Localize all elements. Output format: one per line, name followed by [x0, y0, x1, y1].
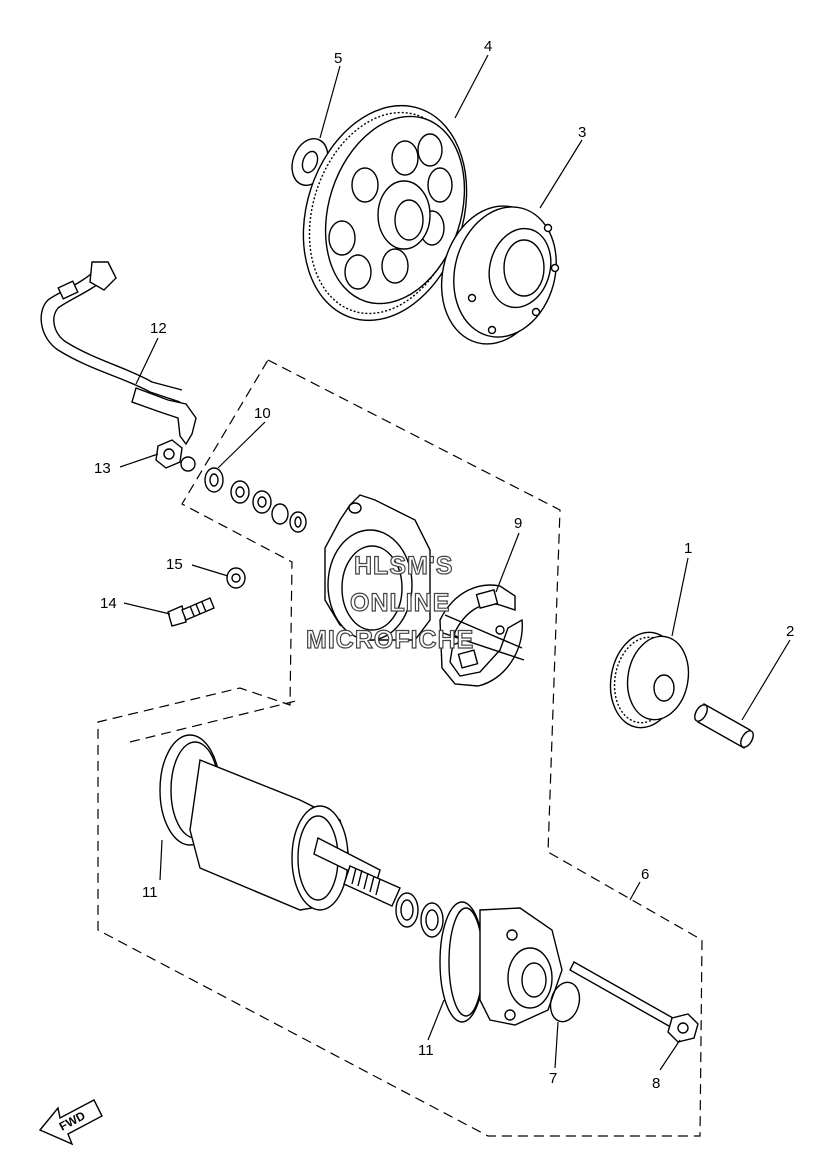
callout-14: 14	[100, 595, 117, 612]
callout-15: 15	[166, 556, 183, 573]
part-1-idler-gear[interactable]	[603, 627, 695, 733]
part-13-nut[interactable]	[155, 439, 183, 469]
callout-11-a: 11	[142, 884, 158, 901]
leader-lines	[119, 54, 791, 1071]
callout-11-b: 11	[418, 1042, 434, 1059]
callout-numbers: 5 4 3 12 10 13 15 14 9 1 2 6 11 11 7 8	[94, 38, 794, 1092]
part-3-one-way-clutch[interactable]	[427, 194, 571, 356]
watermark-line-1: HLSM'S	[354, 552, 453, 580]
motor-rear-cover[interactable]	[439, 901, 563, 1026]
motor-end-cover[interactable]	[324, 494, 431, 641]
callout-2: 2	[786, 623, 794, 640]
callout-3: 3	[578, 124, 586, 141]
callout-9: 9	[514, 515, 522, 532]
part-15-washer[interactable]	[226, 567, 246, 589]
callout-10: 10	[254, 405, 271, 422]
brush-group-outline	[97, 359, 703, 1137]
part-14-bolt[interactable]	[167, 597, 215, 627]
watermark-line-2: ONLINE	[350, 589, 450, 617]
part-4-starter-wheel-gear[interactable]	[277, 84, 493, 341]
motor-yoke-armature[interactable]	[159, 734, 401, 911]
watermark-line-3: MICROFICHE	[306, 626, 474, 654]
callout-5: 5	[334, 50, 342, 67]
armature-washers[interactable]	[395, 892, 444, 938]
callout-7: 7	[549, 1070, 557, 1087]
part-7-o-ring[interactable]	[546, 979, 583, 1025]
callout-13: 13	[94, 460, 111, 477]
part-12-starter-cable[interactable]	[40, 261, 197, 472]
callout-1: 1	[684, 540, 692, 557]
armature-group-outline	[129, 699, 301, 743]
callout-12: 12	[150, 320, 167, 337]
callout-6: 6	[641, 866, 649, 883]
part-10-washers[interactable]	[204, 467, 307, 533]
callout-8: 8	[652, 1075, 660, 1092]
part-8-long-bolt[interactable]	[569, 961, 699, 1043]
fwd-arrow: FWD	[38, 1099, 103, 1146]
part-2-shaft[interactable]	[692, 702, 756, 750]
watermark: HLSM'S ONLINE MICROFICHE	[305, 551, 474, 654]
callout-4: 4	[484, 38, 492, 55]
part-9-brush-holder[interactable]	[439, 584, 525, 687]
